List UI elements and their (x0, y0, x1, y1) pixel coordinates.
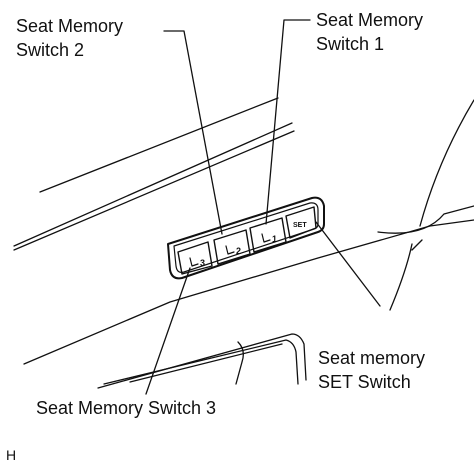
seat-icon (225, 245, 235, 255)
switch-panel-bezel (167, 196, 325, 280)
figure-id: H (6, 447, 17, 463)
label-seat-memory-switch-1: Seat Memory Switch 1 (316, 8, 423, 56)
door-trim-outline (13, 97, 474, 365)
label-seat-memory-switch-2: Seat Memory Switch 2 (16, 14, 123, 62)
set-button-text: SET (293, 222, 307, 229)
label-line: Switch 2 (16, 40, 85, 60)
seat-icon (261, 233, 271, 243)
leader-switch-3 (145, 267, 191, 395)
leader-set-switch (315, 221, 381, 307)
leader-lines (145, 19, 381, 395)
seat-memory-set-switch-button[interactable] (285, 206, 317, 239)
label-line: Seat memory (318, 348, 426, 368)
switch-2-number: 2 (236, 246, 241, 256)
switch-3-number: 3 (200, 258, 205, 268)
label-line: SET Switch (318, 372, 411, 392)
seat-memory-switch-1-button[interactable] (249, 217, 287, 253)
switch-1-number: 1 (272, 234, 277, 244)
leader-switch-1 (265, 19, 311, 225)
label-line: Switch 1 (316, 34, 385, 54)
label-line: Seat Memory (316, 10, 424, 30)
switch-panel-inner (173, 202, 319, 273)
seat-memory-switch-3-button[interactable] (177, 241, 213, 275)
armrest-handle (97, 333, 307, 389)
leader-switch-2 (163, 30, 223, 235)
label-line: Seat Memory (16, 16, 124, 36)
seat-icon (189, 257, 199, 267)
seat-memory-switch-2-button[interactable] (213, 229, 251, 265)
label-seat-memory-set-switch: Seat memory SET Switch (318, 346, 425, 394)
label-seat-memory-switch-3: Seat Memory Switch 3 (36, 398, 217, 418)
